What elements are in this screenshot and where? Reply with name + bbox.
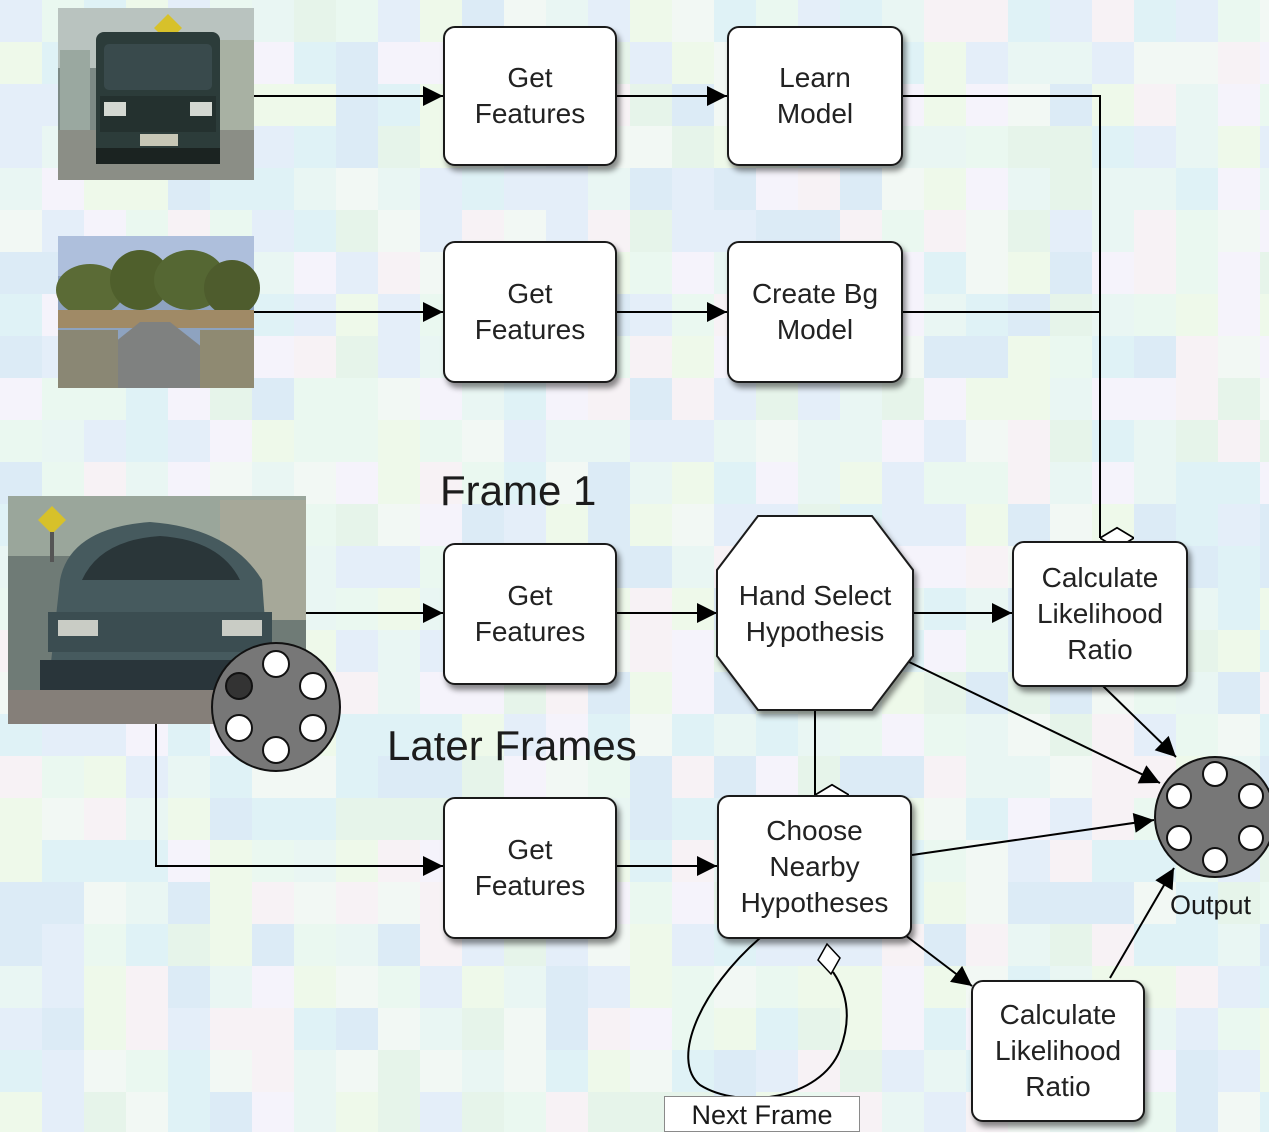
edge-handselect-to-output xyxy=(904,659,1161,784)
edge-choose-to-output xyxy=(911,812,1155,856)
edge-choose-to-likelihood2 xyxy=(904,934,973,987)
input-film-reel-icon xyxy=(211,642,341,772)
create-bg-model-node[interactable]: Create Bg Model xyxy=(727,241,903,383)
edge-photo3-to-later-getfeatures xyxy=(155,724,443,876)
get-features-background-node[interactable]: Get Features xyxy=(443,241,617,383)
get-features-later-node[interactable]: Get Features xyxy=(443,797,617,939)
background-scene-photo xyxy=(56,236,260,388)
output-label: Output xyxy=(1170,890,1252,920)
edge-learnmodel-to-likelihood xyxy=(903,95,1100,538)
hand-select-hypothesis-node[interactable]: Hand Select Hypothesis xyxy=(738,580,892,647)
get-features-training-node[interactable]: Get Features xyxy=(443,26,617,166)
get-features-frame1-node[interactable]: Get Features xyxy=(443,543,617,685)
output-film-reel-icon xyxy=(1154,756,1269,878)
edge-likelihood1-to-output xyxy=(1102,685,1177,758)
training-vehicle-photo xyxy=(58,8,254,180)
calculate-likelihood-ratio-later-node[interactable]: Calculate Likelihood Ratio xyxy=(971,980,1145,1122)
learn-model-node[interactable]: Learn Model xyxy=(727,26,903,166)
choose-nearby-hypotheses-node[interactable]: Choose Nearby Hypotheses xyxy=(717,795,912,939)
calculate-likelihood-ratio-frame1-node[interactable]: Calculate Likelihood Ratio xyxy=(1012,541,1188,687)
edge-likelihood2-to-output xyxy=(1109,867,1175,979)
frame-1-heading: Frame 1 xyxy=(440,467,597,514)
later-frames-heading: Later Frames xyxy=(387,722,637,769)
next-frame-label: Next Frame xyxy=(664,1096,860,1132)
